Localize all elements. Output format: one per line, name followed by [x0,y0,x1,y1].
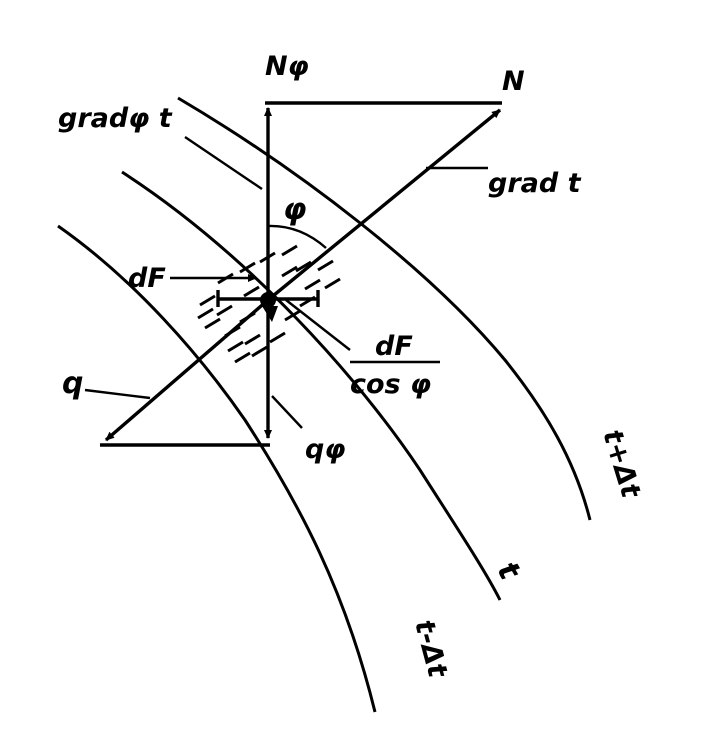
q-leader [84,388,151,400]
label-q: q [62,366,83,401]
label-df: dF [128,263,166,294]
label-df-cos-denominator: cos φ [350,369,431,400]
q-phi-leader [271,395,303,429]
df-cos-leader [285,299,351,351]
label-isotherm-t-plus-dt: t+Δt [596,426,646,502]
label-isotherm-t-minus-dt: t-Δt [408,617,453,682]
label-isotherm-t: t [489,556,527,587]
center-point-shadow [262,306,278,322]
label-grad-t: grad t [488,168,582,199]
n-gradient-vector [266,108,502,302]
label-n-phi: Nφ [265,51,309,82]
isotherm-t-plus-dt [177,96,592,521]
grad-phi-t-leader [184,136,263,190]
q-heat-flux-vector [104,298,270,442]
label-phi-angle: φ [283,192,306,227]
isotherm-t-minus-dt [57,224,377,713]
isotherm-t [121,170,502,601]
label-grad-phi-t: gradφ t [58,103,173,134]
label-q-phi: qφ [305,434,345,465]
phi-angle-arc [267,224,327,249]
center-point [260,292,276,308]
label-df-cos-numerator: dF [375,331,413,362]
label-n: N [502,66,525,97]
